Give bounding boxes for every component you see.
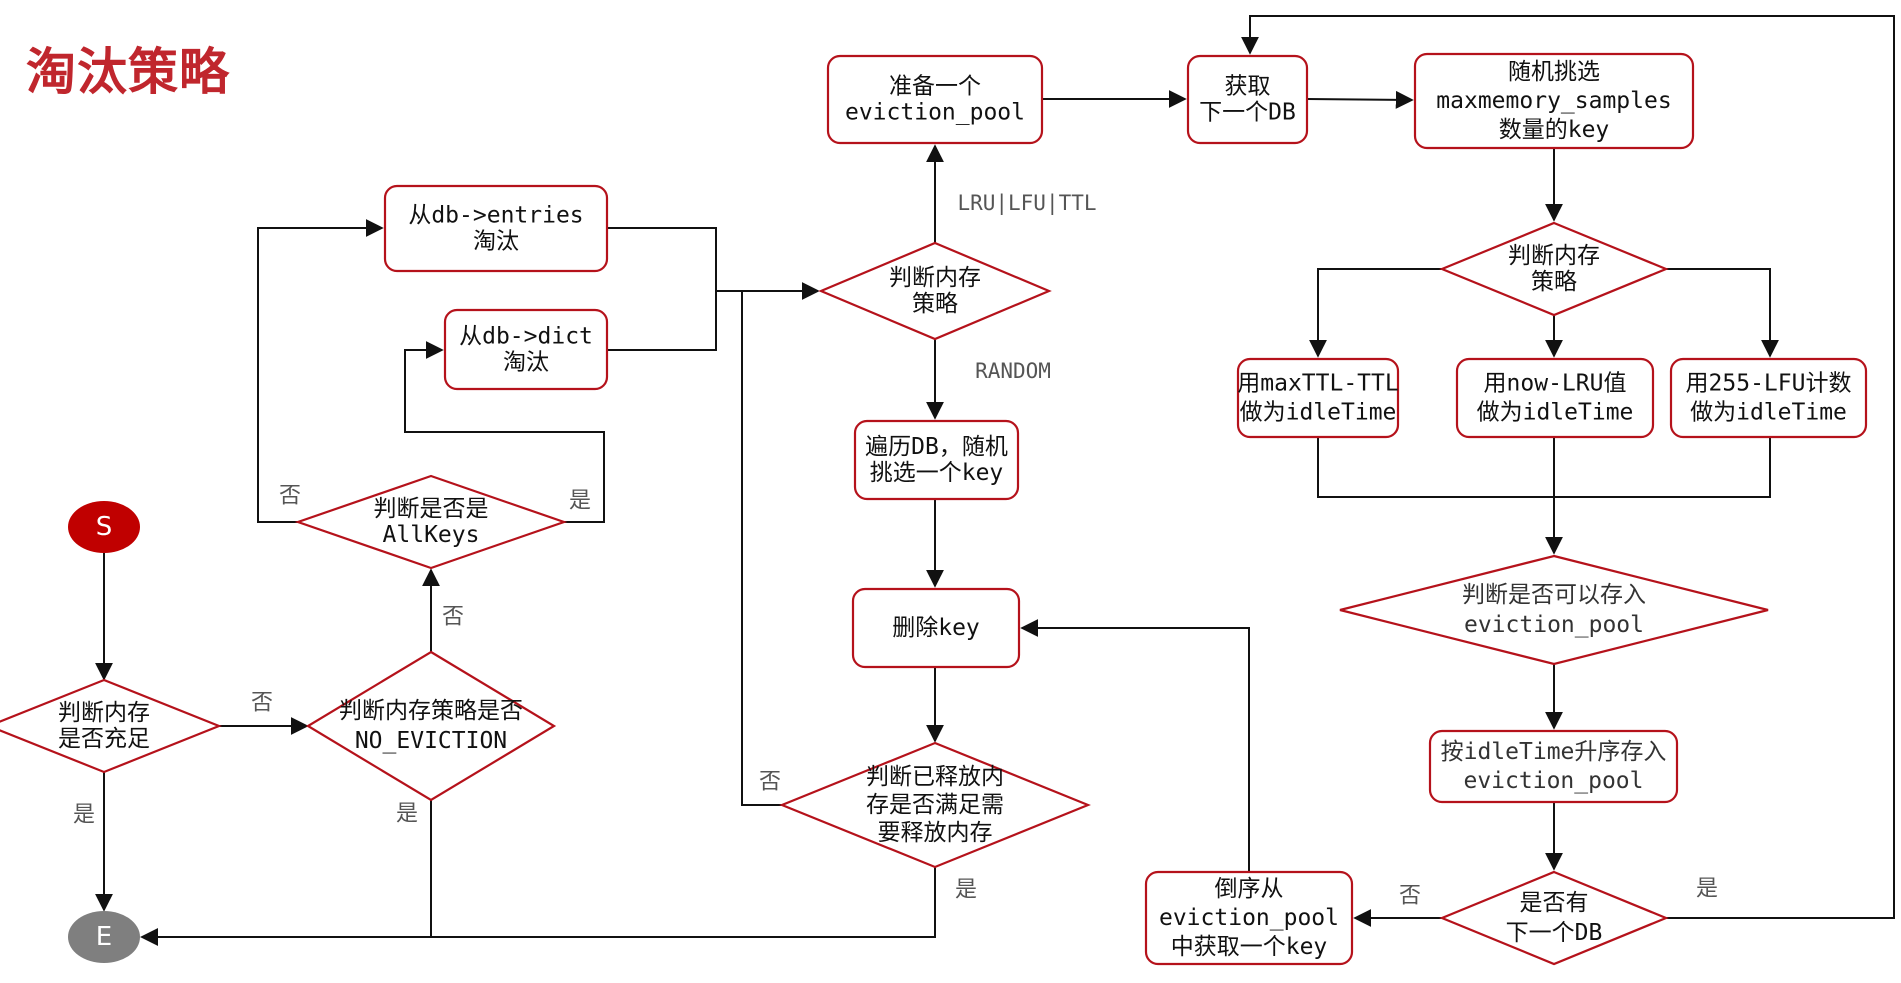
lru-idle-line-2: 做为idleTime <box>1477 400 1634 426</box>
wire-entries-to-merge <box>607 227 717 291</box>
store-sorted-line-2: eviction_pool <box>1463 768 1643 794</box>
evict-dict-line-1: 从db->dict <box>459 324 593 350</box>
lfu-idle-line-1: 用255-LFU计数 <box>1686 371 1852 397</box>
random-samples-line-1: 随机挑选 <box>1508 59 1600 85</box>
end-terminal: E <box>68 911 140 963</box>
check-policy-2-line-2: 策略 <box>1531 269 1577 295</box>
ttl-idle-line-2: 做为idleTime <box>1240 400 1397 426</box>
start-terminal: S <box>68 501 140 553</box>
store-sorted-box[interactable]: 按idleTime升序存入 eviction_pool <box>1428 729 1679 804</box>
ttl-idle-line-1: 用maxTTL-TTL <box>1237 371 1398 397</box>
end-label: E <box>96 922 112 952</box>
wire-ttl-to-join <box>1317 437 1554 498</box>
check-allkeys-line-1: 判断是否是 <box>374 496 489 522</box>
label-no-eviction-no: 否 <box>442 605 464 630</box>
check-released-line-1: 判断已释放内 <box>866 764 1004 790</box>
check-policy-2-decision[interactable]: 判断内存策略 <box>1439 221 1669 317</box>
wire-policy-2-to-lfu <box>1666 268 1779 358</box>
random-samples-box[interactable]: 随机挑选 maxmemory_samples 数量的key <box>1413 52 1695 150</box>
wire-next-db-yes-loop <box>1241 15 1895 919</box>
wire-policy-2-to-ttl <box>1309 268 1442 358</box>
check-can-store-line-2: eviction_pool <box>1464 612 1644 638</box>
traverse-random-line-2: 挑选一个key <box>870 460 1004 486</box>
wire-lfu-to-join <box>1554 437 1771 498</box>
label-lru-lfu-ttl: LRU|LFU|TTL <box>957 191 1096 216</box>
lru-idle-line-1: 用now-LRU值 <box>1484 371 1627 397</box>
evict-entries-line-1: 从db->entries <box>408 203 583 229</box>
check-policy-1-line-2: 策略 <box>912 291 958 317</box>
evict-entries-line-2: 淘汰 <box>473 229 519 255</box>
random-samples-line-2: maxmemory_samples <box>1436 88 1671 114</box>
wire-next-db-to-samples <box>1306 90 1414 109</box>
store-sorted-line-1: 按idleTime升序存入 <box>1441 739 1667 765</box>
wire-released-no-loop <box>741 291 782 806</box>
label-allkeys-yes: 是 <box>569 489 591 514</box>
wire-dict-to-merge <box>607 291 717 351</box>
check-next-db-line-2: 下一个DB <box>1506 920 1603 946</box>
check-memory-line-2: 是否充足 <box>58 726 150 752</box>
label-check-memory-yes: 是 <box>73 803 95 828</box>
check-no-eviction-line-1: 判断内存策略是否 <box>339 698 523 724</box>
label-no-eviction-yes: 是 <box>396 802 418 827</box>
ttl-idle-box[interactable]: 用maxTTL-TTL 做为idleTime <box>1236 357 1400 439</box>
page-title: 淘汰策略 <box>26 43 230 101</box>
wire-no-eviction-yes-to-end <box>140 800 432 946</box>
get-next-db-line-2: 下一个DB <box>1199 100 1296 126</box>
delete-key-line-1: 删除key <box>892 615 980 641</box>
check-can-store-decision[interactable]: 判断是否可以存入 eviction_pool <box>1339 554 1769 666</box>
label-next-db-no: 否 <box>1399 884 1421 909</box>
delete-key-box[interactable]: 删除key <box>851 587 1021 669</box>
label-check-memory-no: 否 <box>251 691 273 716</box>
random-samples-line-3: 数量的key <box>1499 117 1610 143</box>
lfu-idle-line-2: 做为idleTime <box>1690 400 1847 426</box>
wire-reverse-to-delete <box>1020 619 1250 872</box>
wire-allkeys-no-to-entries <box>257 219 384 523</box>
check-policy-1-decision[interactable]: 判断内存策略 <box>818 241 1052 341</box>
reverse-get-line-1: 倒序从 <box>1215 876 1284 902</box>
check-policy-1-line-1: 判断内存 <box>889 265 981 291</box>
label-allkeys-no: 否 <box>279 484 301 509</box>
reverse-get-box[interactable]: 倒序从 eviction_pool 中获取一个key <box>1144 870 1354 966</box>
label-random: RANDOM <box>975 359 1051 383</box>
reverse-get-line-3: 中获取一个key <box>1171 934 1328 960</box>
check-no-eviction-line-2: NO_EVICTION <box>355 728 507 754</box>
start-label: S <box>96 512 113 542</box>
label-next-db-yes: 是 <box>1696 877 1718 902</box>
check-released-line-3: 要释放内存 <box>878 820 993 846</box>
check-memory-line-1: 判断内存 <box>58 700 150 726</box>
label-released-no: 否 <box>759 770 781 795</box>
evict-dict-line-2: 淘汰 <box>503 350 549 376</box>
prepare-pool-line-2: eviction_pool <box>845 100 1025 126</box>
check-no-eviction-decision[interactable]: 判断内存策略是否 NO_EVICTION <box>305 650 557 802</box>
wire-released-yes-to-end <box>140 867 936 946</box>
check-allkeys-line-2: AllKeys <box>383 522 480 548</box>
check-released-line-2: 存是否满足需 <box>866 792 1004 818</box>
check-can-store-line-1: 判断是否可以存入 <box>1462 582 1646 608</box>
get-next-db-line-1: 获取 <box>1225 74 1271 100</box>
wire-allkeys-yes-to-dict <box>404 341 605 523</box>
traverse-random-line-1: 遍历DB，随机 <box>865 434 1008 460</box>
reverse-get-line-2: eviction_pool <box>1159 905 1339 931</box>
prepare-pool-line-1: 准备一个 <box>889 74 981 100</box>
check-next-db-line-1: 是否有 <box>1520 890 1589 916</box>
label-released-yes: 是 <box>955 878 977 903</box>
check-policy-2-line-1: 判断内存 <box>1508 243 1600 269</box>
